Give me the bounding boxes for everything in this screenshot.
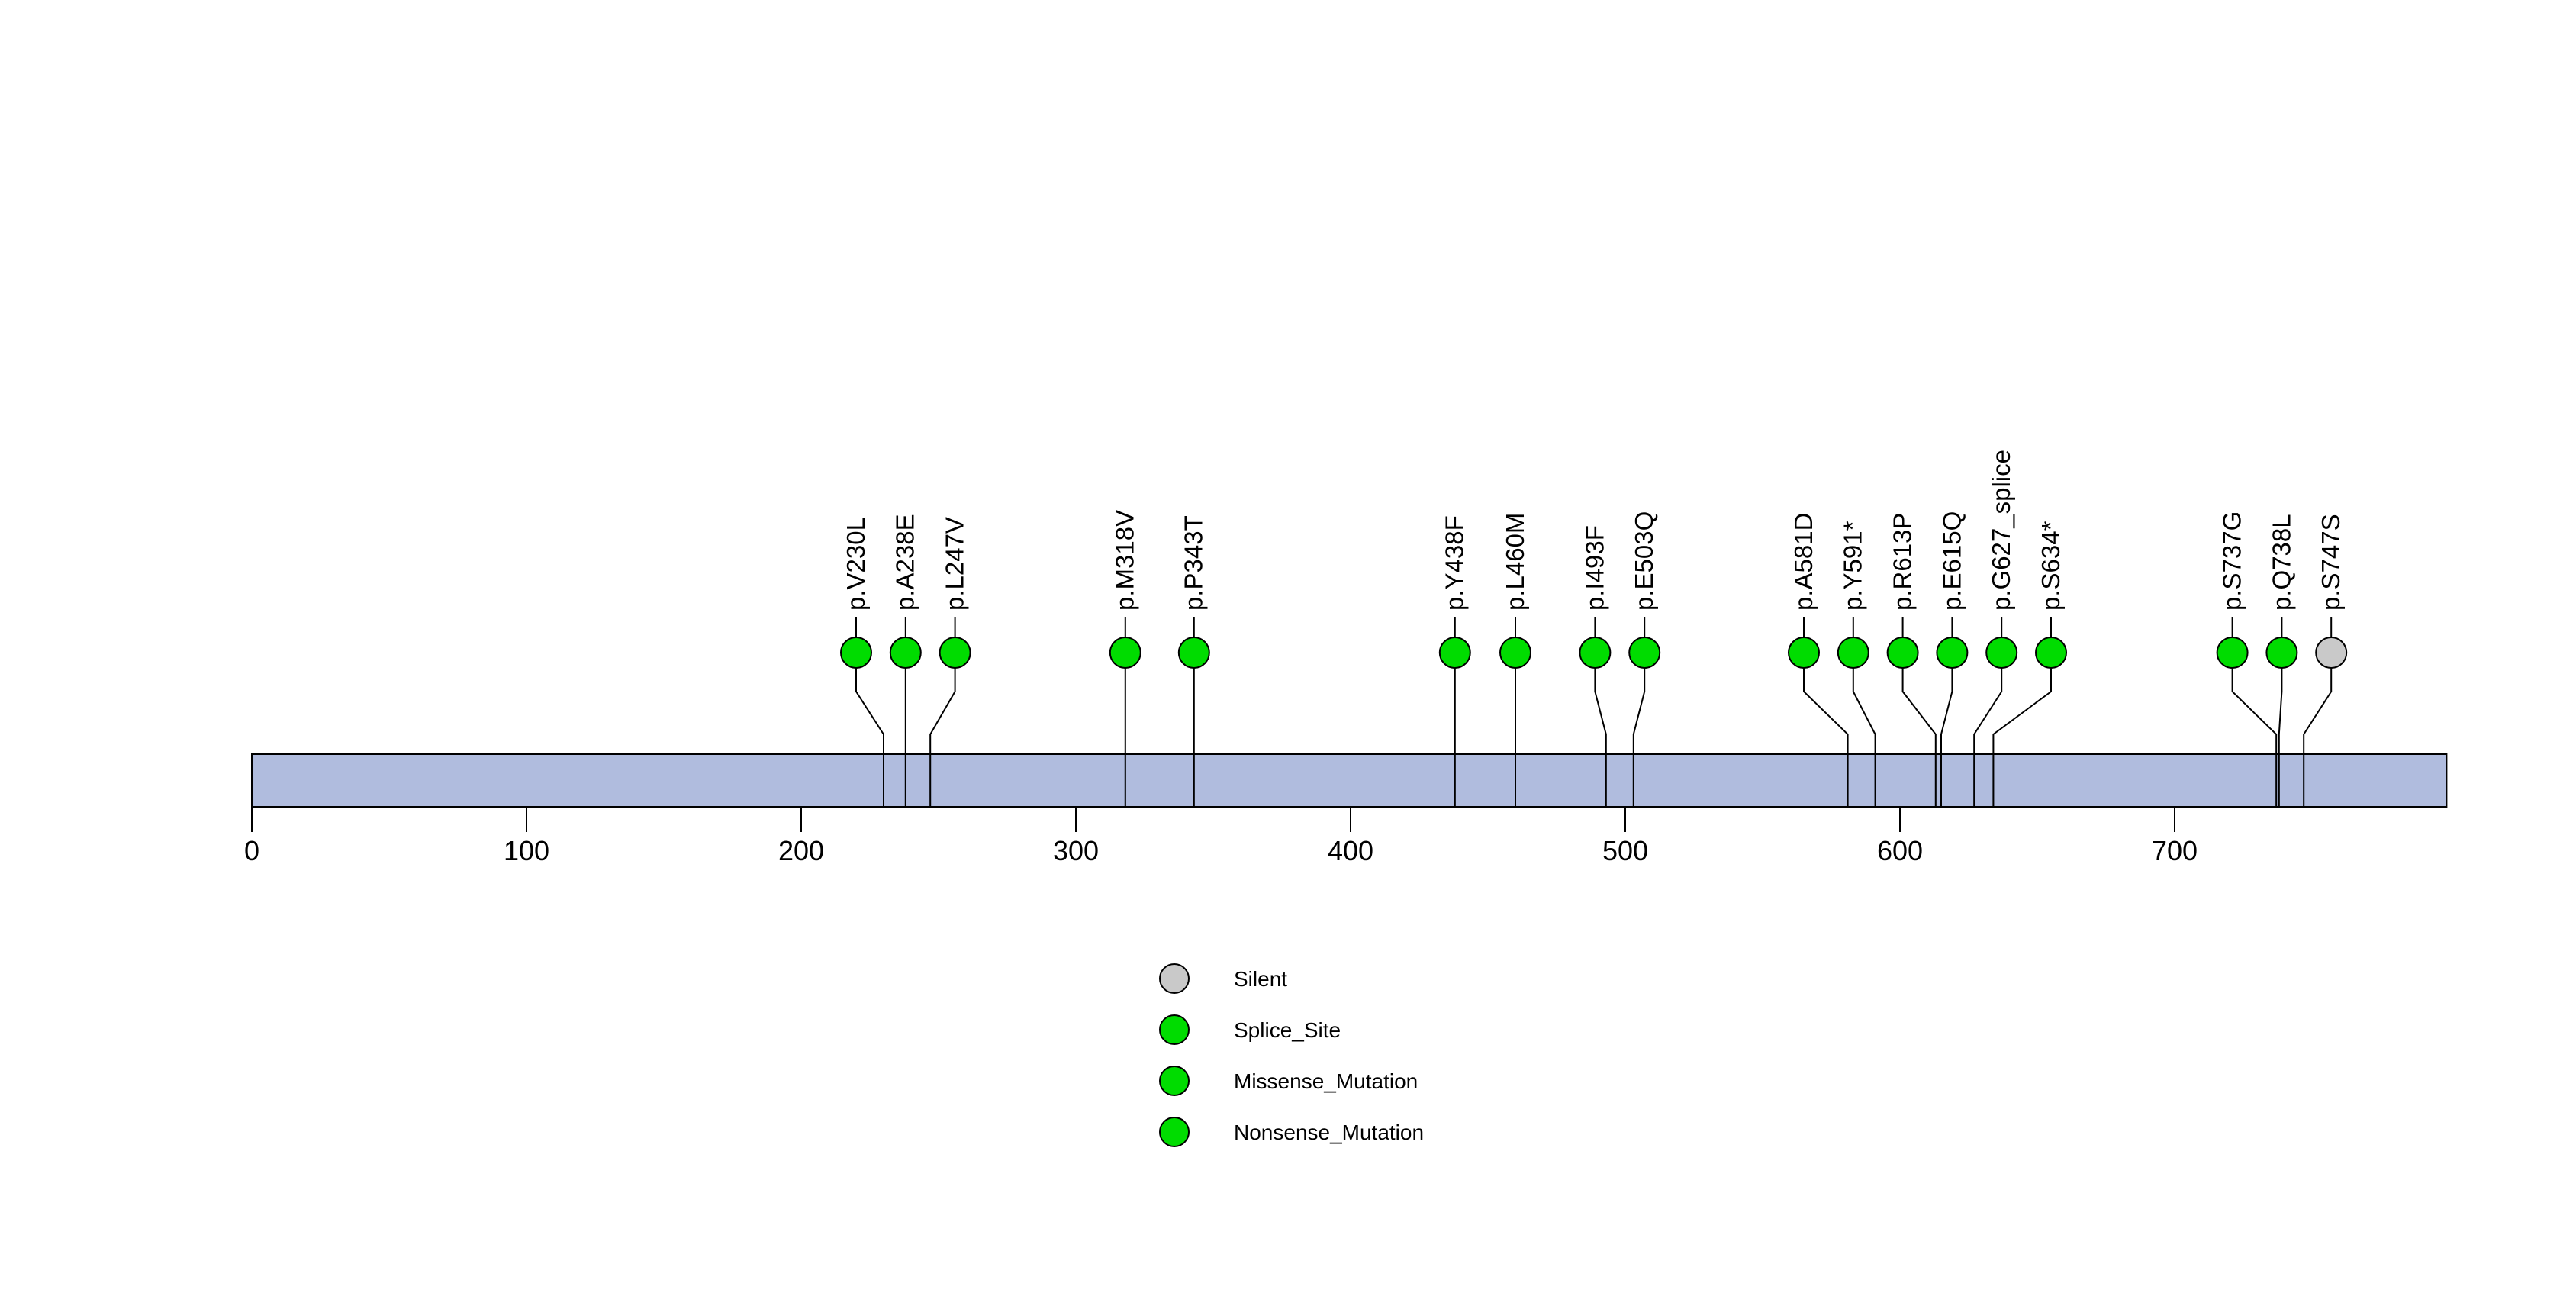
axis-tick-label: 100 [504, 835, 549, 866]
mutation-label: p.Q738L [2267, 514, 2295, 611]
axis-tick-label: 700 [2152, 835, 2198, 866]
mutation-circle [840, 637, 872, 669]
legend-label: Silent [1234, 967, 1287, 991]
mutation-label: p.A581D [1789, 513, 1818, 611]
mutation-circle [1109, 637, 1141, 669]
mutation-label: p.S634* [2037, 521, 2065, 611]
axis-tick-label: 400 [1328, 835, 1373, 866]
mutation-label: p.G627_splice [1987, 450, 2015, 611]
mutation-circle [2315, 637, 2348, 669]
mutation-circle [1788, 637, 1820, 669]
legend-label: Splice_Site [1234, 1018, 1341, 1042]
mutation-label: p.P343T [1180, 515, 1208, 611]
mutation-label: p.E503Q [1630, 511, 1658, 611]
mutation-circle [939, 637, 971, 669]
axis-tick-label: 500 [1602, 835, 1648, 866]
axis-tick-label: 200 [778, 835, 824, 866]
legend-swatch [1159, 963, 1190, 994]
mutation-circle [1936, 637, 1969, 669]
mutation-label: p.S747S [2317, 514, 2345, 611]
mutation-circle [1499, 637, 1531, 669]
mutation-circle [2035, 637, 2067, 669]
mutation-circle [2216, 637, 2249, 669]
mutation-circle [889, 637, 922, 669]
mutation-label: p.V230L [842, 517, 870, 611]
mutation-label: p.L460M [1501, 513, 1529, 611]
mutation-label: p.S737G [2217, 511, 2246, 611]
mutation-circle [1837, 637, 1869, 669]
mutation-circle [1177, 637, 1210, 669]
mutation-label: p.A238E [891, 514, 919, 611]
mutation-label: p.L247V [940, 517, 968, 611]
mutation-circle [1438, 637, 1471, 669]
mutation-label: p.I493F [1580, 525, 1608, 611]
axis-tick-label: 300 [1053, 835, 1099, 866]
legend-label: Nonsense_Mutation [1234, 1121, 1424, 1144]
mutation-circle [1628, 637, 1661, 669]
mutation-label: p.Y591* [1839, 521, 1867, 611]
legend-label: Missense_Mutation [1234, 1069, 1418, 1093]
mutation-label: p.Y438F [1441, 515, 1469, 611]
mutation-label: p.R613P [1888, 513, 1916, 611]
legend-swatch [1159, 1014, 1190, 1045]
mutation-circle [1579, 637, 1612, 669]
mutation-circle [2265, 637, 2298, 669]
legend-swatch [1159, 1117, 1190, 1147]
protein-bar [251, 753, 2448, 808]
axis-tick-label: 600 [1877, 835, 1923, 866]
mutation-label: p.M318V [1111, 510, 1139, 611]
axis-tick-label: 0 [244, 835, 259, 866]
mutation-circle [1886, 637, 1919, 669]
mutation-circle [1985, 637, 2018, 669]
legend-swatch [1159, 1066, 1190, 1096]
mutation-label: p.E615Q [1937, 511, 1966, 611]
